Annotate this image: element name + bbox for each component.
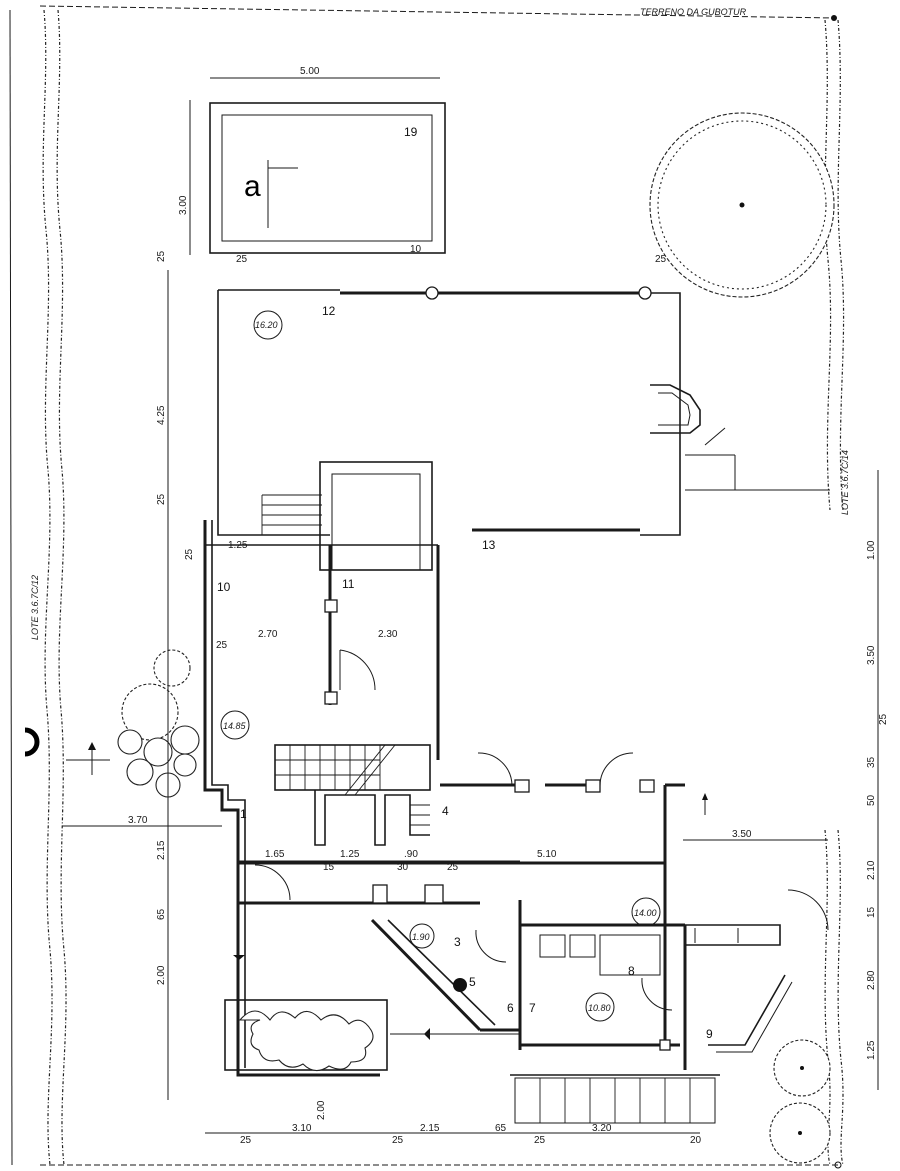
svg-text:1.25: 1.25 [340,849,360,860]
entry-arrows [66,742,708,1040]
main-staircase: 4 [274,744,449,846]
svg-text:10: 10 [410,244,422,255]
svg-text:25: 25 [216,640,228,651]
left-shrubs [117,649,200,798]
svg-text:16.20: 16.20 [255,320,278,330]
svg-text:3.20: 3.20 [592,1123,612,1134]
left-hedge [9,9,67,1166]
garden-steps [514,1077,716,1124]
room-number-5: 5 [469,975,476,989]
svg-text:65: 65 [495,1123,507,1134]
room-number-8: 8 [628,964,635,978]
terrace: 16.20 12 13 [217,286,830,571]
svg-text:2.15: 2.15 [420,1123,440,1134]
left-lot-label: LOTE 3.6.7C/12 [30,575,40,640]
service-area: 1.90 14.00 10.80 3 5 6 7 8 9 [409,897,793,1053]
svg-text:2.80: 2.80 [866,970,877,990]
area-label-16-20 [253,310,283,340]
svg-text:25: 25 [156,250,167,262]
right-dimensions: 1.00 3.50 25 35 50 2.10 15 2.80 1.25 [866,470,889,1090]
room-number-9: 9 [706,1027,713,1041]
interior-dimensions: 1.65 1.25 .90 5.10 15 30 25 25 [238,254,667,873]
svg-text:2.15: 2.15 [156,840,167,860]
svg-text:25: 25 [534,1135,546,1146]
svg-text:65: 65 [156,908,167,920]
room-number-4: 4 [442,804,449,818]
svg-text:3.70: 3.70 [128,815,148,826]
svg-text:3.10: 3.10 [292,1123,312,1134]
house-walls [203,520,781,1077]
right-lot-label: LOTE 3.6.7C/14 [840,450,850,515]
room-number-6: 6 [507,1001,514,1015]
svg-text:2.70: 2.70 [258,629,278,640]
svg-text:5.00: 5.00 [300,66,320,77]
svg-text:1.25: 1.25 [866,1040,877,1060]
large-tree [649,112,835,298]
svg-text:1.65: 1.65 [265,849,285,860]
room-number-13: 13 [482,538,496,552]
right-hedge [824,19,845,1166]
svg-text:25: 25 [878,713,889,725]
svg-text:25: 25 [184,548,195,560]
svg-text:25: 25 [236,254,248,265]
svg-text:50: 50 [866,794,877,806]
svg-text:25: 25 [655,254,667,265]
svg-text:3.50: 3.50 [732,829,752,840]
svg-text:15: 15 [323,862,335,873]
svg-text:25: 25 [392,1135,404,1146]
svg-text:1.90: 1.90 [412,932,430,942]
svg-text:25: 25 [240,1135,252,1146]
boundary-top-label: TERRENO DA GUBOTUR [640,7,747,17]
svg-text:.90: .90 [404,849,418,860]
room-number-1: 1 [240,807,247,821]
svg-text:20: 20 [690,1135,702,1146]
room-number-19: 19 [404,125,418,139]
living-area: 14.85 10 1 11 1.25 2.70 2.30 25 [216,540,829,1011]
svg-text:25: 25 [447,862,459,873]
svg-text:35: 35 [866,756,877,768]
room-number-7: 7 [529,1001,536,1015]
svg-text:1.00: 1.00 [866,540,877,560]
svg-text:3.50: 3.50 [866,645,877,665]
room-number-12: 12 [322,304,336,318]
svg-text:4.25: 4.25 [156,405,167,425]
room-number-11: 11 [342,577,355,591]
pool: a 19 5.00 3.00 25 10 [178,66,446,265]
svg-text:1.25: 1.25 [228,540,248,551]
svg-text:14.00: 14.00 [634,908,657,918]
svg-text:14.85: 14.85 [223,721,247,731]
property-boundary [39,5,842,1169]
left-edge-marker [24,727,40,757]
section-marker-a: a [244,170,261,203]
svg-text:15: 15 [866,906,877,918]
svg-text:10.80: 10.80 [588,1003,611,1013]
svg-text:2.00: 2.00 [156,965,167,985]
svg-text:25: 25 [156,493,167,505]
bottom-dimensions: 25 3.10 25 2.15 65 25 3.20 20 [205,1123,702,1146]
svg-text:30: 30 [397,862,409,873]
room-number-3: 3 [454,935,461,949]
svg-text:2.10: 2.10 [866,860,877,880]
svg-text:2.00: 2.00 [316,1100,327,1120]
svg-text:3.00: 3.00 [178,195,189,215]
bottom-right-trees [769,1039,831,1164]
room-number-10: 10 [217,580,231,594]
planter [224,999,388,1072]
svg-text:5.10: 5.10 [537,849,557,860]
left-dimensions: 4.25 25 25 25 2.15 65 2.00 2.00 3.70 3.5… [62,250,828,1120]
svg-text:2.30: 2.30 [378,629,398,640]
